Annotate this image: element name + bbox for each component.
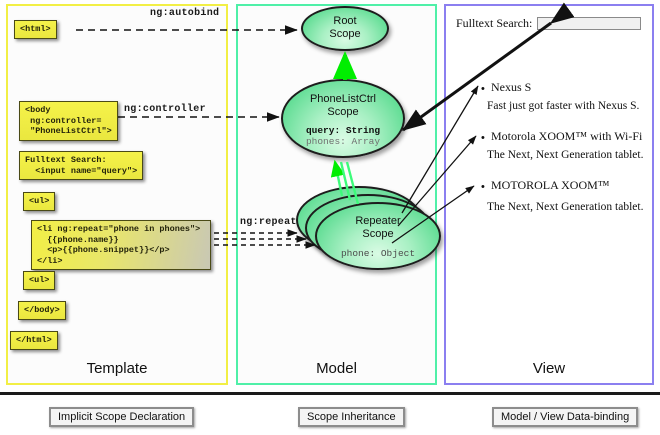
root-scope-title-2: Scope xyxy=(329,27,361,40)
legend-model-view-databinding: Model / View Data-binding xyxy=(492,407,639,427)
panel-label-template: Template xyxy=(86,360,148,377)
repeater-var-phone: phone: Object xyxy=(340,248,416,259)
view-item-name: MOTOROLA XOOM™ xyxy=(491,178,610,192)
root-scope-node: Root Scope xyxy=(301,6,389,51)
view-search-row: Fulltext Search: xyxy=(456,16,646,31)
view-item-name: Motorola XOOM™ with Wi-Fi xyxy=(491,129,643,143)
code-box-li-repeat: <li ng:repeat="phone in phones"> {{phone… xyxy=(31,220,211,270)
repeater-scope-node: Repeater Scope phone: Object xyxy=(315,202,441,270)
list-bullet-icon: • xyxy=(481,83,485,95)
code-box-ul-open: <ul> xyxy=(23,192,56,211)
panel-label-view: View xyxy=(532,360,566,377)
view-search-input[interactable] xyxy=(537,17,642,30)
code-box-search-input: Fulltext Search: <input name="query"> xyxy=(19,151,144,180)
view-item-name: Nexus S xyxy=(491,80,532,94)
phonelistctrl-var-query: query: String xyxy=(305,125,381,136)
edge-label-ng-controller: ng:controller xyxy=(124,104,206,115)
code-box-body-open: <body ng:controller= "PhoneListCtrl"> xyxy=(19,101,118,141)
legend-scope-inheritance: Scope Inheritance xyxy=(298,407,405,427)
phonelistctrl-scope-node: PhoneListCtrl Scope query: String phones… xyxy=(281,79,405,158)
code-box-html-open: <html> xyxy=(14,20,57,39)
phonelistctrl-title-1: PhoneListCtrl xyxy=(309,93,377,105)
panel-view xyxy=(444,4,654,385)
repeater-title-1: Repeater xyxy=(355,215,401,227)
root-scope-title-1: Root xyxy=(333,15,357,27)
code-box-html-close: </html> xyxy=(10,331,58,350)
phonelistctrl-title-2: Scope xyxy=(327,105,359,118)
edge-label-ng-repeat: ng:repeat xyxy=(240,217,297,228)
view-item-desc: The Next, Next Generation tablet. xyxy=(487,149,644,161)
list-bullet-icon: • xyxy=(481,132,485,144)
list-bullet-icon: • xyxy=(481,181,485,193)
view-item-desc: Fast just got faster with Nexus S. xyxy=(487,100,640,112)
repeater-title-2: Scope xyxy=(362,227,394,240)
code-box-ul-close: <ul> xyxy=(23,271,56,290)
edge-label-ng-autobind: ng:autobind xyxy=(150,8,220,19)
code-box-body-close: </body> xyxy=(18,301,66,320)
panel-label-model: Model xyxy=(316,360,357,377)
view-item-desc: The Next, Next Generation tablet. xyxy=(487,201,644,213)
phonelistctrl-var-phones: phones: Array xyxy=(305,136,381,147)
legend-implicit-scope-declaration: Implicit Scope Declaration xyxy=(49,407,195,427)
view-search-label: Fulltext Search: xyxy=(456,16,533,30)
